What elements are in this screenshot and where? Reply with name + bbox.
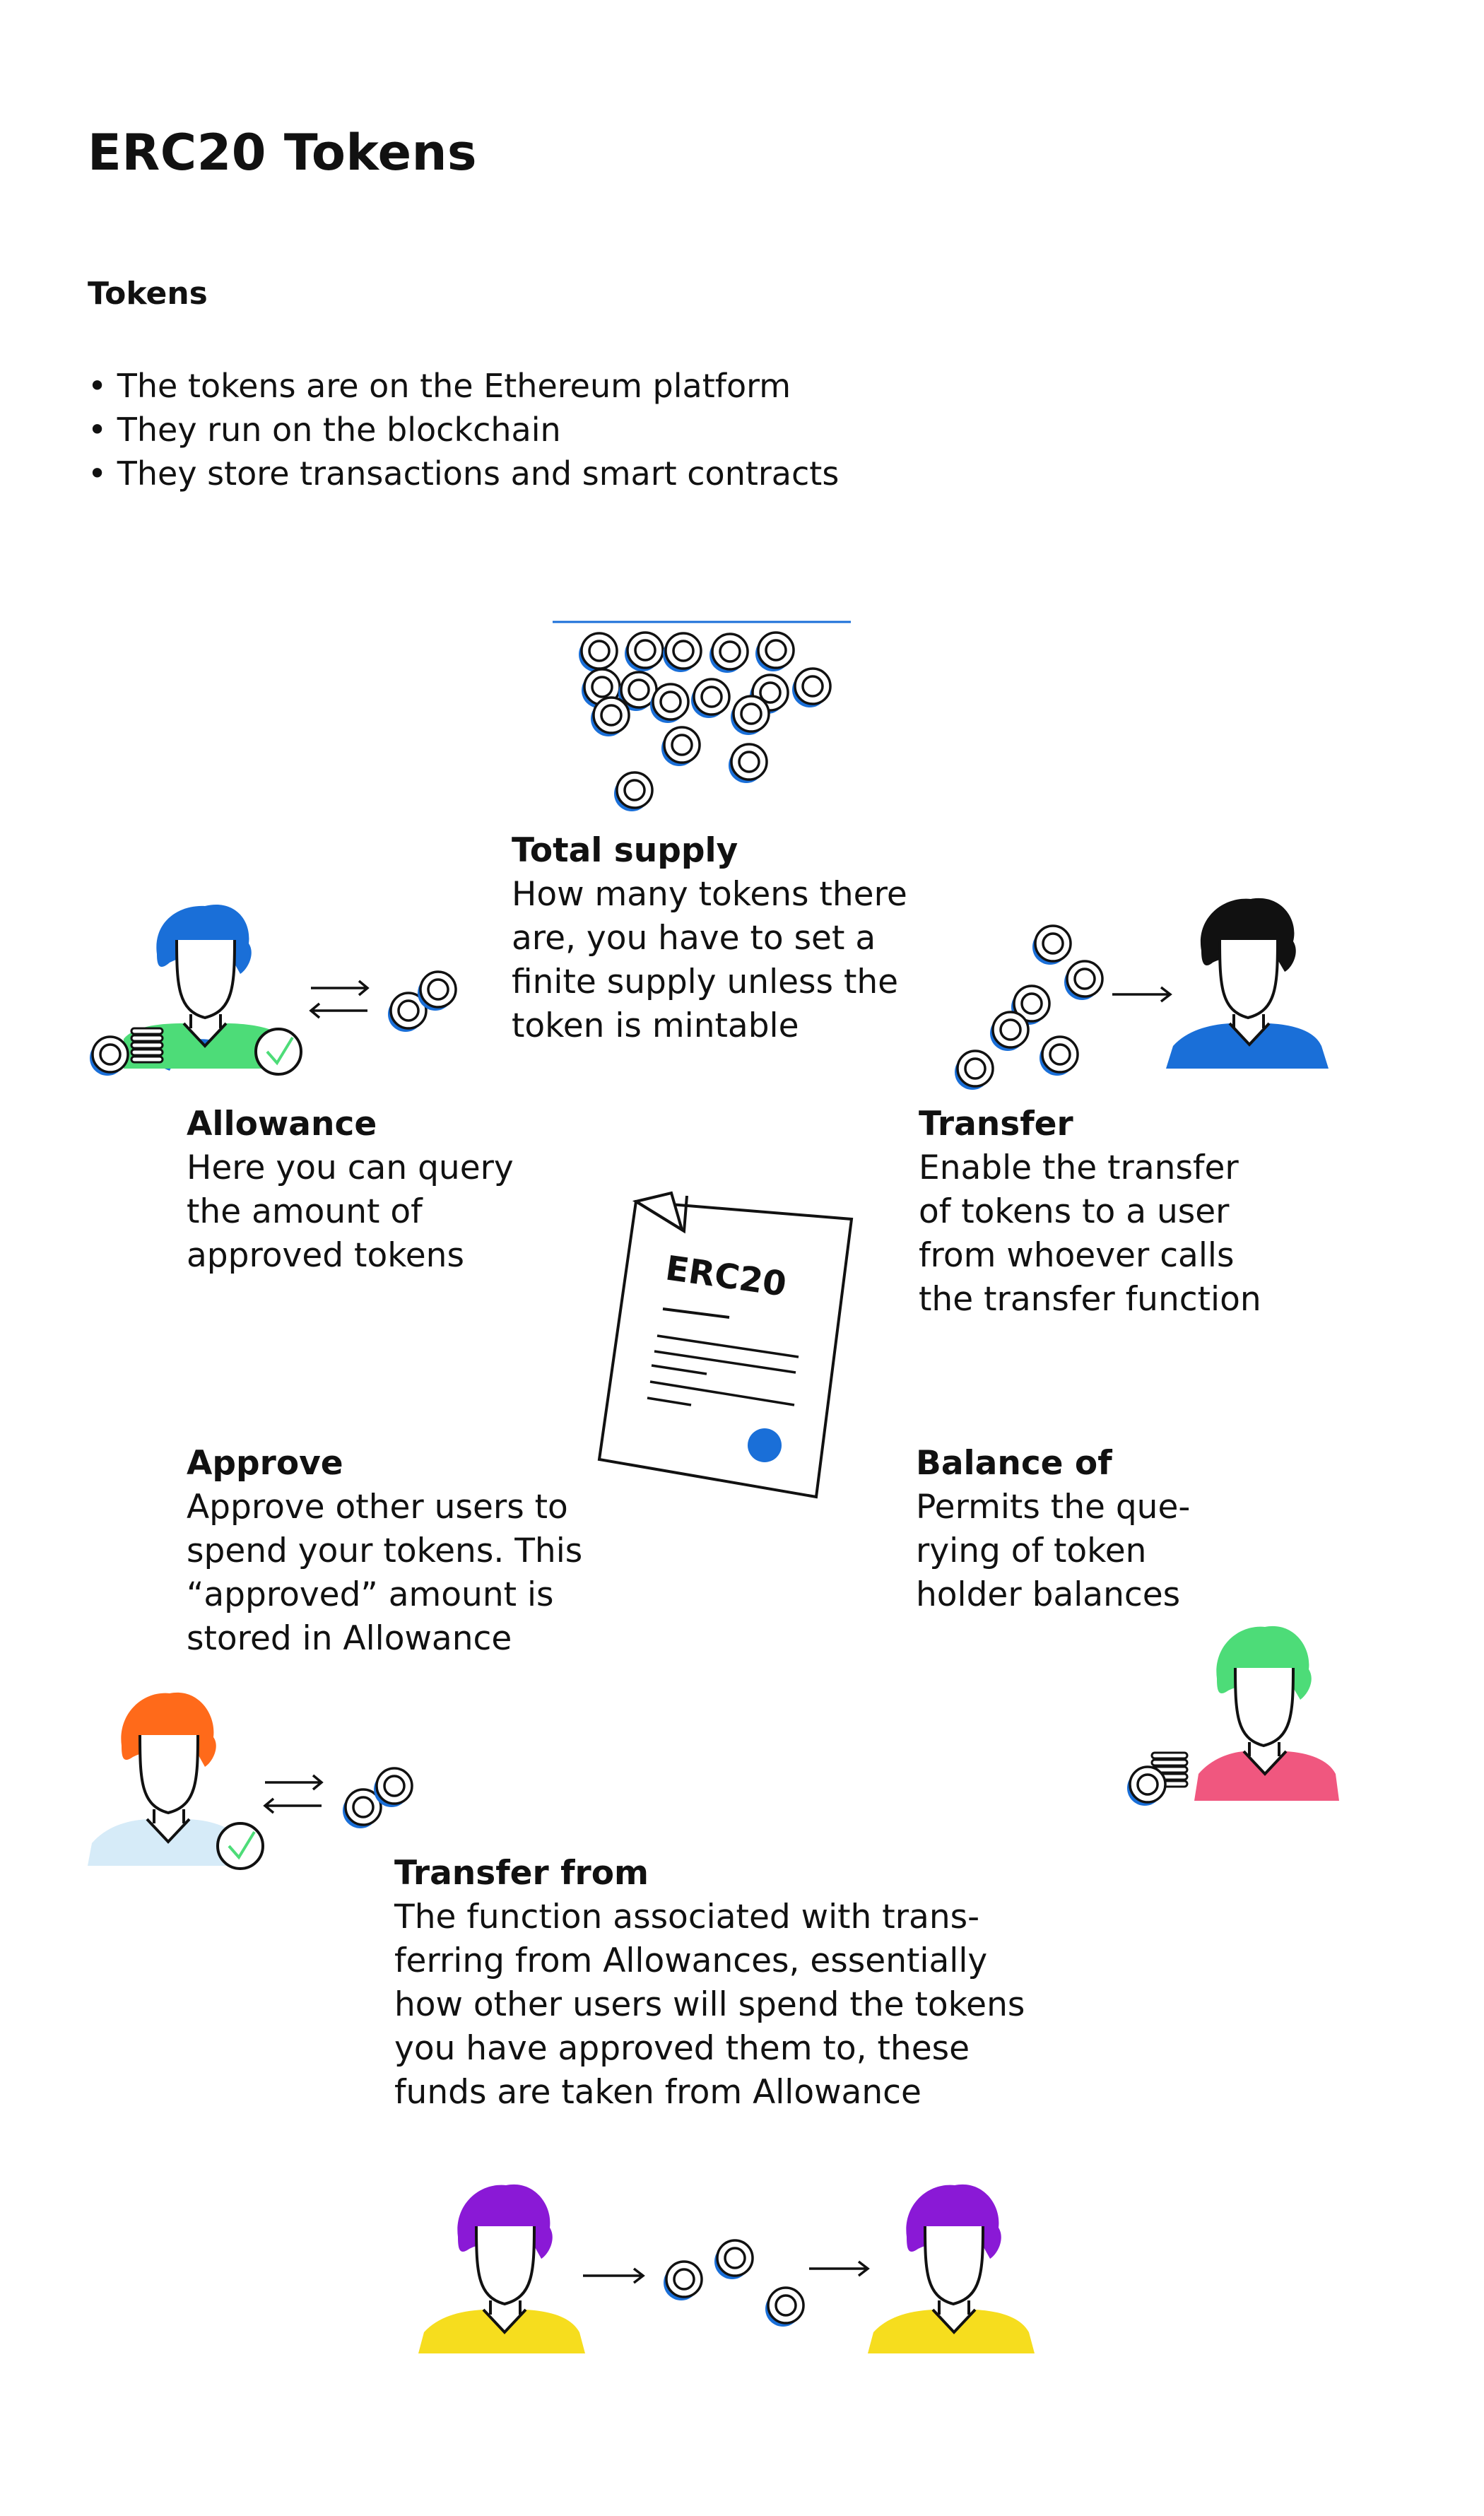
transfer-from-body: The function associated with trans- ferr… bbox=[394, 1898, 1025, 2112]
transfer-from-sender-icon bbox=[418, 2184, 585, 2353]
allowance-body: Here you can query the amount of approve… bbox=[187, 1148, 514, 1275]
page-title: ERC20 Tokens bbox=[88, 124, 478, 182]
transfer-person-icon bbox=[1166, 898, 1329, 1069]
document-icon: ERC20 bbox=[597, 1191, 854, 1499]
section-subtitle: Tokens bbox=[88, 276, 208, 312]
total-supply-section: Total supply How many tokens there are, … bbox=[512, 829, 907, 1048]
bullet-item: They store transactions and smart contra… bbox=[88, 452, 840, 495]
checkmark-icon bbox=[216, 1822, 264, 1870]
transfer-from-heading: Transfer from bbox=[394, 1854, 649, 1893]
swap-arrows-icon bbox=[309, 980, 370, 1019]
bullet-item: They run on the blockchain bbox=[88, 408, 839, 452]
allowance-heading: Allowance bbox=[187, 1105, 377, 1144]
coin-icon bbox=[341, 1767, 413, 1830]
approve-heading: Approve bbox=[187, 1444, 343, 1483]
arrow-right-icon bbox=[1112, 986, 1172, 1003]
approve-section: Approve Approve other users to spend you… bbox=[187, 1442, 582, 1661]
coin-icon bbox=[953, 924, 1104, 1091]
balance-of-body: Permits the que- rying of token holder b… bbox=[916, 1488, 1191, 1614]
approve-body: Approve other users to spend your tokens… bbox=[187, 1488, 583, 1658]
bullet-list: The tokens are on the Ethereum platform … bbox=[88, 364, 840, 495]
allowance-section: Allowance Here you can query the amount … bbox=[187, 1103, 514, 1278]
balance-person-icon bbox=[1194, 1626, 1339, 1801]
coin-stack-icon bbox=[88, 1027, 164, 1077]
token-pile-icon bbox=[553, 621, 851, 813]
transfer-from-section: Transfer from The function associated wi… bbox=[394, 1852, 1025, 2115]
transfer-section: Transfer Enable the transfer of tokens t… bbox=[919, 1103, 1261, 1322]
bullet-item: The tokens are on the Ethereum platform bbox=[88, 364, 839, 408]
arrow-right-icon bbox=[583, 2267, 645, 2284]
coin-icon bbox=[662, 2239, 805, 2328]
allowance-person-icon bbox=[124, 904, 286, 1071]
arrow-right-icon bbox=[809, 2260, 870, 2277]
transfer-heading: Transfer bbox=[919, 1105, 1073, 1144]
swap-arrows-icon bbox=[263, 1774, 324, 1814]
total-supply-body: How many tokens there are, you have to s… bbox=[512, 875, 907, 1045]
balance-of-heading: Balance of bbox=[916, 1444, 1112, 1483]
coin-stack-icon bbox=[1126, 1751, 1189, 1807]
approve-person-icon bbox=[88, 1692, 247, 1866]
checkmark-icon bbox=[254, 1028, 302, 1076]
transfer-body: Enable the transfer of tokens to a user … bbox=[919, 1148, 1261, 1319]
transfer-from-recipient-icon bbox=[868, 2184, 1035, 2353]
total-supply-heading: Total supply bbox=[512, 831, 738, 870]
coin-icon bbox=[387, 970, 457, 1033]
balance-of-section: Balance of Permits the que- rying of tok… bbox=[916, 1442, 1190, 1617]
